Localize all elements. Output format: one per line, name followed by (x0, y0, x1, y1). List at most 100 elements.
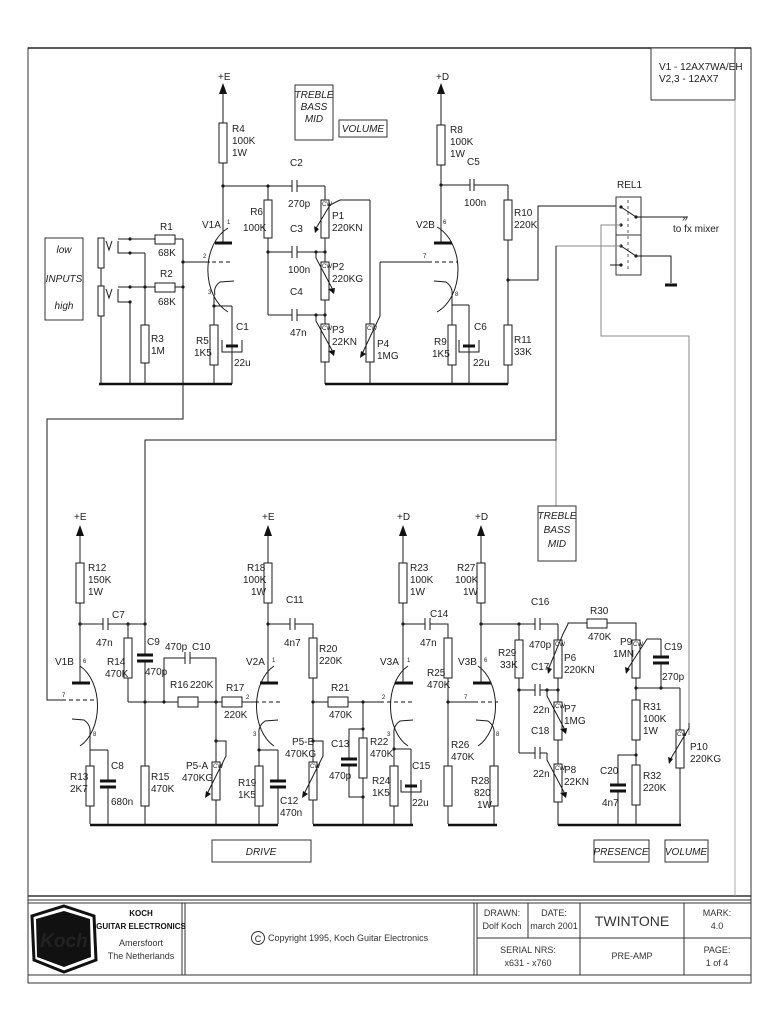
c1-label: C1 (236, 322, 249, 333)
r10-value: 220K (514, 220, 538, 231)
resistor-r24 (389, 765, 399, 807)
resistor-r20 (308, 637, 318, 679)
r26-value: 470K (451, 752, 475, 763)
r23-power: 1W (410, 587, 426, 598)
r9-value: 1K5 (432, 349, 450, 360)
r28-label: R28 (471, 776, 490, 787)
r3-value: 1M (151, 346, 165, 357)
p9-cw-tag: CW (633, 642, 643, 648)
p8-label: P8 (564, 765, 577, 776)
r5-label: R5 (196, 336, 209, 347)
resistor-r23 (398, 562, 408, 604)
resistor-r17 (221, 696, 243, 708)
tube-note-line1: V1 - 12AX7WA/EH (659, 62, 743, 73)
tube-v3a: V3A 1 2 3 (380, 657, 414, 747)
input-jack-low[interactable] (97, 237, 132, 269)
koch-logo: Koch (30, 904, 98, 974)
rail-e-label-2: +E (74, 512, 87, 523)
resistor-r16 (177, 696, 199, 708)
r25-value: 470K (427, 680, 451, 691)
p4-value: 1MG (377, 351, 399, 362)
p3-cw-tag: CW (322, 326, 332, 332)
v1a-label: V1A (202, 220, 221, 231)
r23-value: 100K (410, 575, 434, 586)
r14-label: R14 (107, 657, 126, 668)
tube-note-line2: V2,3 - 12AX7 (659, 74, 719, 85)
c12-label: C12 (280, 796, 299, 807)
relay-rel1: REL1 (615, 180, 642, 276)
resistor-r10 (503, 199, 513, 241)
input-high-label: high (55, 301, 74, 312)
p10-label: P10 (690, 742, 708, 753)
p8-value: 22KN (564, 777, 589, 788)
r19-value: 1K5 (238, 790, 256, 801)
r23-label: R23 (410, 563, 429, 574)
p7-value: 1MG (564, 716, 586, 727)
pot-p7-bass[interactable]: CW (546, 690, 567, 741)
c6-label: C6 (474, 322, 487, 333)
top-volume-box: VOLUME (338, 119, 388, 138)
pot-p4-volume[interactable]: CW (360, 262, 381, 363)
r4-value: 100K (232, 136, 256, 147)
p5b-value: 470KG (285, 749, 316, 760)
resistor-r26 (443, 765, 453, 807)
c2-value: 270p (288, 199, 311, 210)
title-block: Koch KOCH GUITAR ELECTRONICS Amersfoort … (27, 902, 752, 976)
r15-label: R15 (151, 772, 170, 783)
c15-label: C15 (412, 761, 431, 772)
v3a-pin2: 2 (382, 695, 386, 701)
c9-value: 470p (145, 667, 168, 678)
p6-cw-tag: CW (555, 642, 565, 648)
c19-label: C19 (664, 642, 683, 653)
r15-value: 470K (151, 784, 175, 795)
p9-value: 1MN (613, 649, 634, 660)
v1a-pin2: 2 (203, 254, 207, 260)
r11-value: 33K (514, 347, 532, 358)
c2-label: C2 (290, 158, 303, 169)
r18-power: 1W (251, 587, 267, 598)
c12-value: 470n (280, 808, 302, 819)
c16-value: 470p (529, 640, 552, 651)
r25-label: R25 (427, 668, 446, 679)
r20-value: 220K (319, 656, 343, 667)
resistor-r3 (140, 324, 150, 364)
resistor-r8 (436, 124, 446, 166)
c13-value: 470p (329, 771, 352, 782)
r13-value: 2K7 (70, 784, 88, 795)
c10-value: 470p (165, 642, 188, 653)
tube-note-box: V1 - 12AX7WA/EH V2,3 - 12AX7 (650, 47, 743, 896)
c1-value: 22u (234, 358, 251, 369)
serial-label: SERIAL NRS: (500, 945, 556, 955)
rail-e-label: +E (218, 72, 231, 83)
page-label: PAGE: (704, 945, 731, 955)
company-name: KOCH (129, 909, 153, 918)
p2-cw-tag: CW (322, 264, 332, 270)
c19-value: 270p (662, 672, 685, 683)
pot-p10-volume[interactable]: CW (668, 723, 690, 769)
r29-value: 33K (500, 660, 518, 671)
p4-label: P4 (377, 339, 390, 350)
r29-label: R29 (498, 648, 517, 659)
drawn-value: Dolf Koch (482, 921, 521, 931)
p2-value: 220KG (332, 274, 363, 285)
r27-power: 1W (463, 587, 479, 598)
p7-label: P7 (564, 704, 577, 715)
v2b-pin7: 7 (423, 254, 427, 260)
copyright-c: C (255, 934, 262, 944)
v3b-pin8: 8 (496, 732, 500, 738)
c5-label: C5 (467, 157, 480, 168)
r22-label: R22 (370, 737, 389, 748)
p10-value: 220KG (690, 754, 721, 765)
bottom-treble-label: TREBLE (538, 511, 577, 522)
p1-label: P1 (332, 211, 345, 222)
r8-value: 100K (450, 137, 474, 148)
sheet-name: PRE-AMP (611, 951, 652, 961)
pot-p8-mid[interactable]: CW (546, 753, 567, 803)
r28-value: 820 (474, 788, 491, 799)
copyright-icon (251, 931, 265, 945)
resistor-r29 (514, 639, 524, 679)
pot-p9-presence[interactable]: CW (625, 638, 661, 679)
input-jack-high[interactable] (97, 285, 132, 317)
resistor-r31 (631, 699, 641, 741)
